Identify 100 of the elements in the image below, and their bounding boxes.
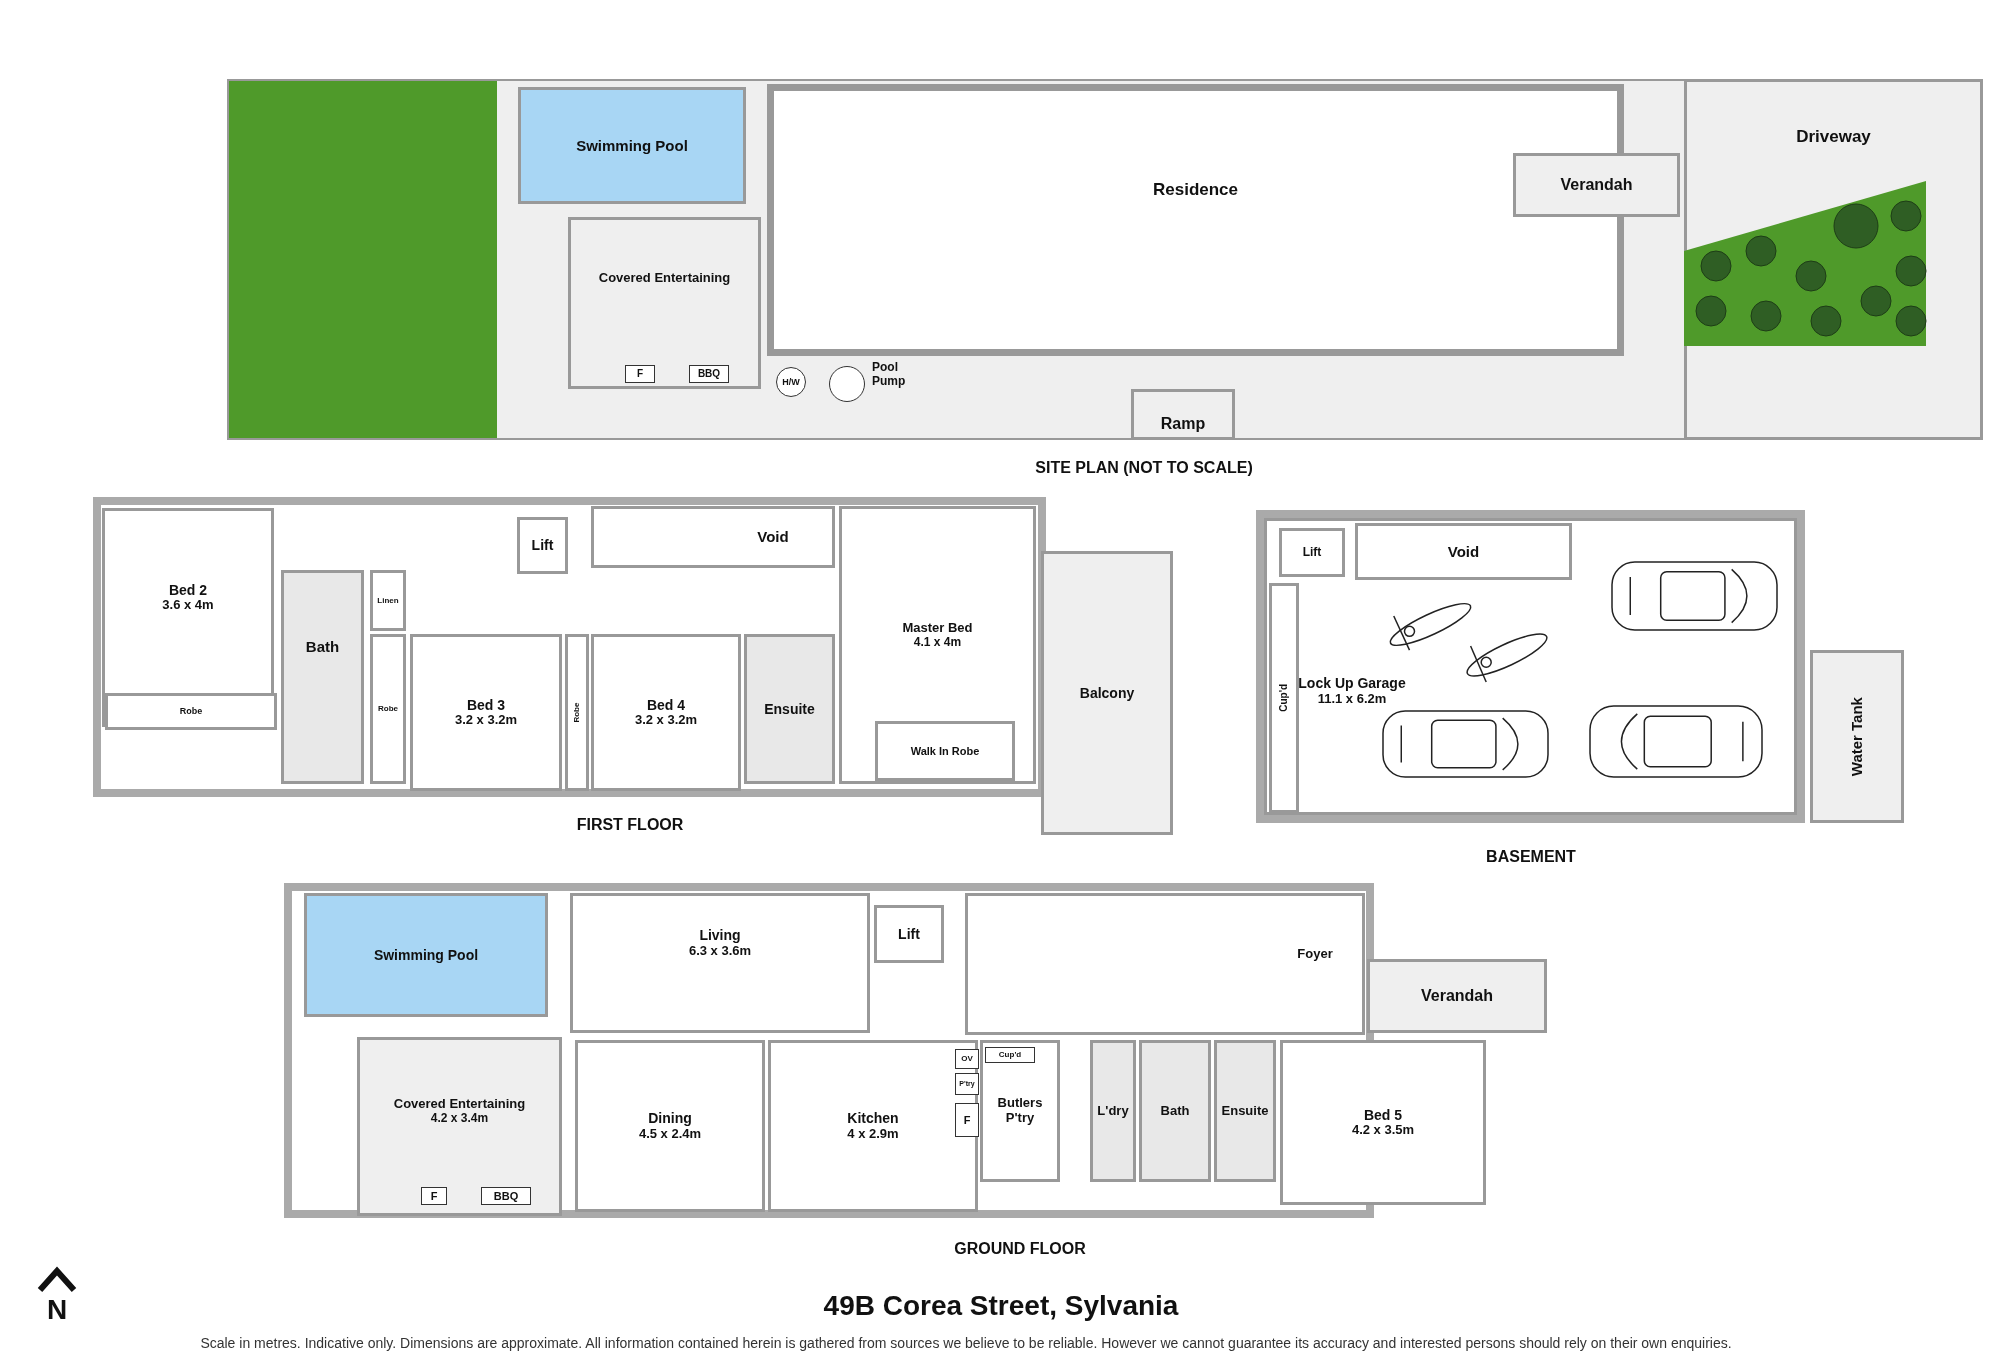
room [102,508,274,727]
room-label: Residence [1152,180,1238,200]
fixture-label: BBQ [697,368,721,380]
room [517,517,568,574]
fixture-label: F [430,1189,438,1203]
room-label: Master Bed [902,620,973,636]
room-label: Bath [1160,1103,1190,1119]
fixture-label: BBQ [493,1189,519,1203]
room-label: Water Tank [1848,696,1866,777]
outdoor-area [1041,551,1173,835]
swimming-pool [304,893,548,1017]
room [570,893,870,1033]
room-dimensions: 4 x 2.9m [847,1126,899,1142]
room-dimensions: 4.5 x 2.4m [638,1126,702,1142]
room-dimensions: 3.2 x 3.2m [634,713,698,728]
fixture-box [955,1103,979,1137]
room-label: Bed 5 [1363,1107,1403,1124]
fixture-box [625,365,655,383]
room [370,570,406,631]
room-label: Void [757,528,789,546]
room [875,721,1015,781]
room-label: Bed 4 [646,697,686,714]
room [410,634,562,791]
room-label: Butlers P'try [996,1096,1044,1126]
room-label: Robe [378,704,398,714]
swimming-pool [518,87,746,204]
plan-title: SITE PLAN (NOT TO SCALE) [1035,459,1253,477]
plan-title: BASEMENT [1486,848,1576,866]
room [105,693,277,730]
room [1269,583,1299,813]
room-label: Balcony [1079,684,1135,702]
room-label: Swimming Pool [576,136,688,155]
room [565,634,589,791]
outdoor-area [1367,959,1547,1033]
fixture-label: F [636,368,644,380]
room [768,1040,978,1212]
outdoor-area [568,217,761,389]
room-label: Covered Entertaining [598,270,731,286]
room-label: Verandah [1421,986,1493,1006]
fixture-box [689,365,729,383]
room [370,634,406,784]
room-dimensions: 3.2 x 3.2m [454,713,518,728]
plan-title: FIRST FLOOR [576,816,684,834]
room-label: Lift [531,537,554,554]
fixture-label: H/W [782,376,800,388]
room-label: Verandah [1560,175,1633,195]
room-label: Linen [377,595,399,606]
wet-room [1090,1040,1136,1182]
disclaimer-text: Scale in metres. Indicative only. Dimensions are approximate. All information contained herein is gathered from sources we believe to be reliable. However we cannot guarantee its accuracy and interested persons should rely on their own enquiries. [200,1335,1732,1351]
fixture-box [955,1049,979,1069]
room [839,506,1036,784]
fixture-box [421,1187,447,1205]
room [591,634,741,791]
fixture-box [985,1047,1035,1063]
room [575,1040,765,1212]
room-label: Void [1447,542,1480,561]
plan-title: GROUND FLOOR [954,1240,1086,1258]
room [1264,518,1797,815]
north-label: N [46,1294,68,1326]
room [980,1040,1060,1182]
room-label: Dining [648,1110,692,1127]
room-label: Swimming Pool [373,946,479,964]
room-label: Robe [179,706,203,717]
room-label: Ensuite [764,700,815,718]
room-label: Lift [1302,545,1322,560]
wet-room [1139,1040,1211,1182]
room-label: Covered Entertaining [393,1097,526,1113]
outdoor-area [1684,79,1983,440]
outdoor-area [1513,153,1680,217]
room-label: Robe [572,702,582,723]
room [1280,1040,1486,1205]
room [1355,523,1572,580]
wet-room [744,634,835,784]
wet-room [1214,1040,1276,1182]
room-label: Kitchen [847,1110,899,1127]
fixture-box [955,1073,979,1095]
fixture-label: Cup'd [998,1050,1022,1060]
fixture-label: F [963,1113,971,1127]
room-label: Lift [898,925,920,943]
outdoor-area [357,1037,562,1216]
room-label: Lock Up Garage [1298,675,1406,692]
room-dimensions: 4.2 x 3.4m [430,1112,489,1126]
room-label: L'dry [1097,1103,1129,1119]
room [591,506,835,568]
room [1279,528,1345,577]
page-title: 49B Corea Street, Sylvania [823,1290,1179,1322]
outdoor-area [1810,650,1904,823]
room-label: Foyer [1297,946,1333,962]
room [965,893,1365,1035]
room-label: Cup'd [1278,684,1290,712]
room-dimensions: 11.1 x 6.2m [1317,691,1387,707]
room-label: Bed 3 [466,697,506,714]
room [874,905,944,963]
room-label: Bath [305,638,340,656]
fixture-label: OV [961,1054,973,1064]
room-label: Bed 2 [168,582,208,599]
room-label: Ramp [1160,415,1206,434]
room-dimensions: 6.3 x 3.6m [688,943,752,959]
room-label: Living [699,927,741,944]
wet-room [281,570,364,784]
